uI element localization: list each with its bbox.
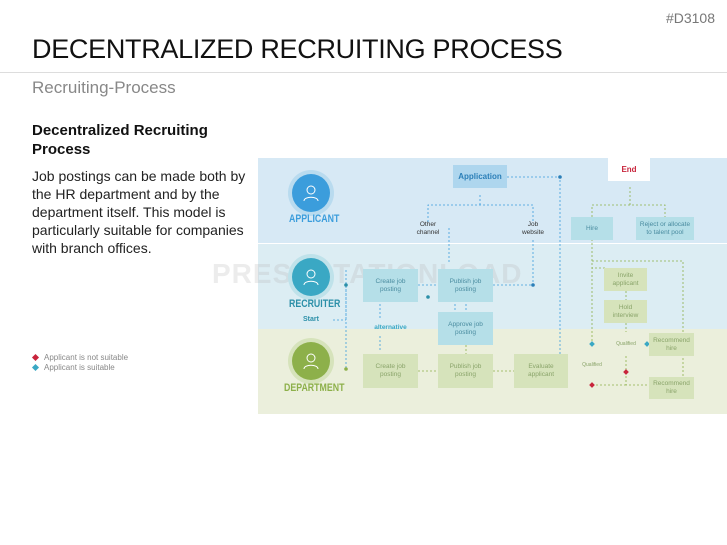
- node-department-create-posting: Create job posting: [363, 354, 418, 388]
- lane-label-applicant: APPLICANT: [289, 213, 340, 225]
- decision-qualified-2: Qualified: [606, 332, 646, 356]
- node-recommend-hire-2: Recommend hire: [649, 377, 694, 399]
- lane-label-recruiter: RECRUITER: [289, 298, 341, 310]
- label-alternative: alternative: [374, 324, 407, 331]
- subtitle: Recruiting-Process: [32, 78, 176, 97]
- node-department-publish-posting: Publish job posting: [438, 354, 493, 388]
- legend-item-suitable: Applicant is suitable: [31, 363, 115, 372]
- body-text: Job postings can be made both by the HR …: [32, 168, 246, 256]
- divider: [0, 72, 727, 73]
- node-recruiter-create-posting: Create job posting: [363, 269, 418, 302]
- node-recommend-hire-1: Recommend hire: [649, 333, 694, 356]
- slide-code: #D3108: [665, 10, 715, 26]
- decision-qualified-1: Qualified: [572, 353, 612, 377]
- department-avatar-icon: [292, 342, 330, 380]
- node-application: Application: [453, 165, 507, 188]
- legend-item-not-suitable: Applicant is not suitable: [31, 353, 129, 362]
- section-heading: Decentralized Recruiting Process: [32, 122, 208, 158]
- page-title: DECENTRALIZED RECRUITING PROCESS: [32, 34, 563, 64]
- node-recruiter-publish-posting: Publish job posting: [438, 269, 493, 302]
- legend-label: Applicant is not suitable: [44, 353, 129, 362]
- node-evaluate-applicant: Evaluate applicant: [514, 354, 568, 388]
- start-label: Start: [303, 316, 319, 323]
- node-approve-posting: Approve job posting: [438, 312, 493, 345]
- node-invite-applicant: Invite applicant: [604, 268, 647, 291]
- node-end: End: [608, 158, 650, 181]
- applicant-avatar-icon: [292, 174, 330, 212]
- legend-label: Applicant is suitable: [44, 363, 115, 372]
- lane-label-department: DEPARTMENT: [284, 382, 345, 394]
- node-other-channel: Other channel: [416, 221, 440, 236]
- recruiter-avatar-icon: [292, 258, 330, 296]
- node-reject: Reject or allocate to talent pool: [636, 217, 694, 240]
- node-hold-interview: Hold interview: [604, 300, 647, 323]
- node-job-website: Job website: [521, 221, 545, 236]
- node-hire: Hire: [571, 217, 613, 240]
